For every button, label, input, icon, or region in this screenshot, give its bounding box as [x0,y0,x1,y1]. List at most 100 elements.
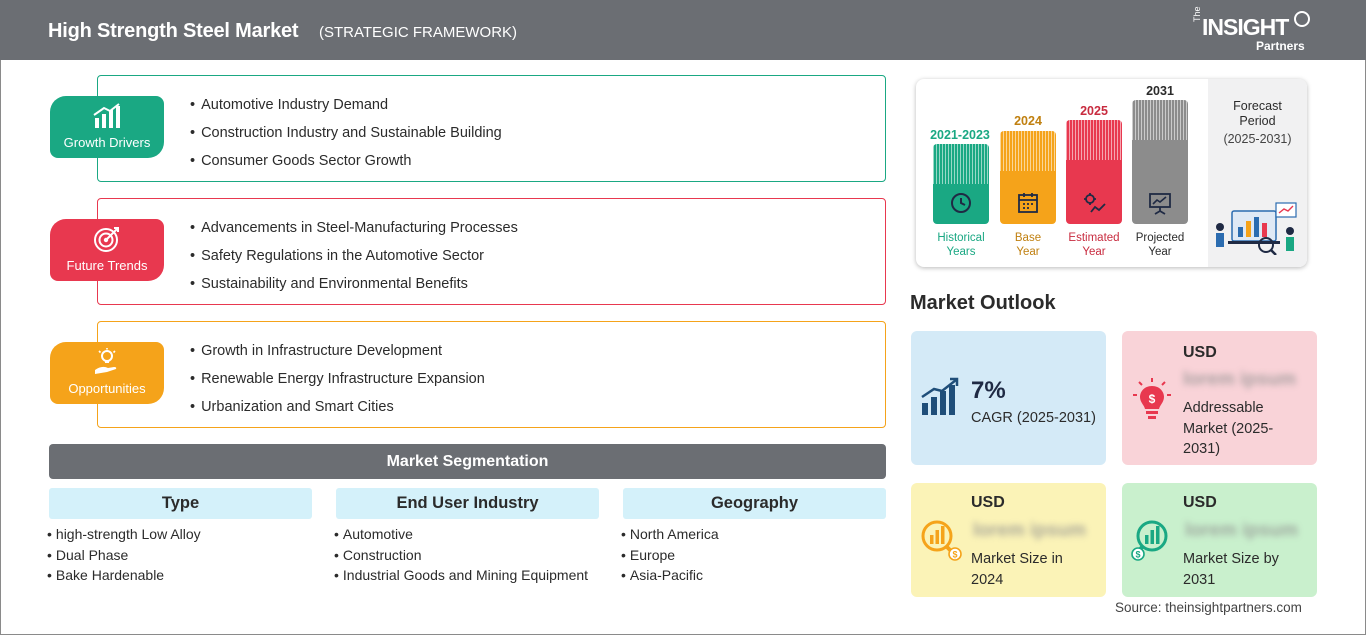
svg-text:$: $ [1135,550,1140,560]
insight-partners-logo[interactable]: The INSIGHT Partners [1190,6,1315,54]
list-item: Renewable Energy Infrastructure Expansio… [190,370,485,398]
label-line: Market Size by [1183,551,1279,567]
forecast-title-line: Forecast [1233,99,1282,113]
market-segmentation-title: Market Segmentation [49,444,886,479]
caption-line: Year [1016,246,1040,258]
future-trends-box: Advancements in Steel-Manufacturing Proc… [97,198,886,305]
caption-line: Year [1082,246,1106,258]
bar-stripes [1000,131,1056,171]
opportunities-badge: Opportunities [50,342,164,404]
currency-label: USD [1183,494,1217,511]
badge-label: Opportunities [68,381,146,396]
market-forecast-magnifier-icon: $ [1131,520,1168,561]
target-icon [94,227,119,252]
growth-chart-icon [93,103,120,128]
calendar-icon [1018,193,1038,213]
estimate-gear-icon [1084,193,1106,213]
segment-header-type: Type [49,488,312,519]
list-item: Industrial Goods and Mining Equipment [334,566,588,587]
growth-drivers-box: Automotive Industry Demand Construction … [97,75,886,182]
caption-line: Year [1148,246,1172,258]
money-bulb-icon: $ [1133,378,1171,419]
label-line: Market Size in [971,551,1063,567]
blurred-value: lorem ipsum [973,520,1086,541]
currency-label: USD [971,494,1005,511]
projection-board-icon [1149,193,1171,215]
badge-label: Growth Drivers [63,135,151,150]
label-line: Market (2025- [1183,420,1274,437]
forecast-title-line: Period [1239,114,1276,128]
cagr-tile: 7% CAGR (2025-2031) [911,331,1106,465]
year-label-base: 2024 [1014,114,1042,128]
bar-projected [1132,100,1188,224]
list-item: Sustainability and Environmental Benefit… [190,275,518,303]
segment-header-geography: Geography [623,488,886,519]
year-label-historical: 2021-2023 [930,128,990,142]
market-size-2024-label: Market Size in 2024 [971,549,1063,590]
list-item: Construction Industry and Sustainable Bu… [190,124,502,152]
market-size-2031-label: Market Size by 2031 [1183,549,1279,590]
segment-list-end-user: Automotive Construction Industrial Goods… [334,525,588,587]
bar-historical [933,144,989,224]
segment-list-geography: North America Europe Asia-Pacific [621,525,719,587]
segment-list-type: high-strength Low Alloy Dual Phase Bake … [47,525,201,587]
bar-stripes [933,144,989,184]
label-line: 2031 [1183,571,1216,588]
caption-estimated: Estimated Year [1060,231,1128,259]
bar-stripes [1132,100,1188,140]
timeline-card: 2021-2023 Historical Years 2024 Base Yea… [916,79,1307,267]
growth-drivers-list: Automotive Industry Demand Construction … [190,96,502,180]
growth-drivers-badge: Growth Drivers [50,96,164,158]
future-trends-badge: Future Trends [50,219,164,281]
list-item: Construction [334,546,588,567]
currency-label: USD [1183,344,1217,361]
list-item: Dual Phase [47,546,201,567]
list-item: Automotive [334,525,588,546]
caption-line: Estimated [1068,232,1120,244]
list-item: North America [621,525,719,546]
bar-stripes [1066,120,1122,160]
blurred-value: lorem ipsum [1183,369,1296,390]
label-line: 2024 [971,571,1004,588]
history-clock-icon [951,193,971,213]
logo-insight: INSIGHT [1202,14,1289,40]
year-label-estimated: 2025 [1080,104,1108,118]
caption-projected: Projected Year [1128,231,1192,259]
opportunities-list: Growth in Infrastructure Development Ren… [190,342,485,426]
list-item: Growth in Infrastructure Development [190,342,485,370]
header-bar: High Strength Steel Market (STRATEGIC FR… [0,0,1366,60]
list-item: Asia-Pacific [621,566,719,587]
caption-historical: Historical Years [924,231,998,259]
market-size-2024-tile: USD lorem ipsum $ Market Size in 2024 [911,483,1106,597]
page-title: High Strength Steel Market [48,20,299,42]
growth-bars-icon [921,377,959,415]
segment-header-end-user: End User Industry [336,488,599,519]
opportunities-box: Growth in Infrastructure Development Ren… [97,321,886,428]
list-item: Consumer Goods Sector Growth [190,152,502,180]
market-size-magnifier-icon: $ [921,520,962,561]
addressable-market-tile: USD lorem ipsum $ Addressable Market (20… [1122,331,1317,465]
caption-line: Base [1014,232,1042,244]
svg-text:$: $ [1149,392,1156,406]
market-size-2031-tile: USD lorem ipsum $ Market Size by 2031 [1122,483,1317,597]
label-line: 2031) [1183,441,1221,457]
caption-line: Historical [937,232,985,244]
list-item: Automotive Industry Demand [190,96,502,124]
bar-estimated [1066,120,1122,224]
source-citation[interactable]: Source: theinsightpartners.com [1115,600,1302,615]
badge-label: Future Trends [66,258,148,273]
logo-the: The [1192,6,1202,22]
forecast-title: Forecast Period [1208,99,1307,129]
list-item: high-strength Low Alloy [47,525,201,546]
caption-base: Base Year [1000,231,1056,259]
caption-line: Projected [1135,232,1185,244]
blurred-value: lorem ipsum [1185,520,1298,541]
list-item: Europe [621,546,719,567]
list-item: Urbanization and Smart Cities [190,398,485,426]
logo-partners: Partners [1256,39,1305,53]
list-item: Bake Hardenable [47,566,201,587]
forecast-range: (2025-2031) [1223,132,1292,146]
logo-ring-icon [1294,11,1310,27]
market-outlook-title: Market Outlook [910,292,1056,314]
caption-line: Years [946,246,976,258]
